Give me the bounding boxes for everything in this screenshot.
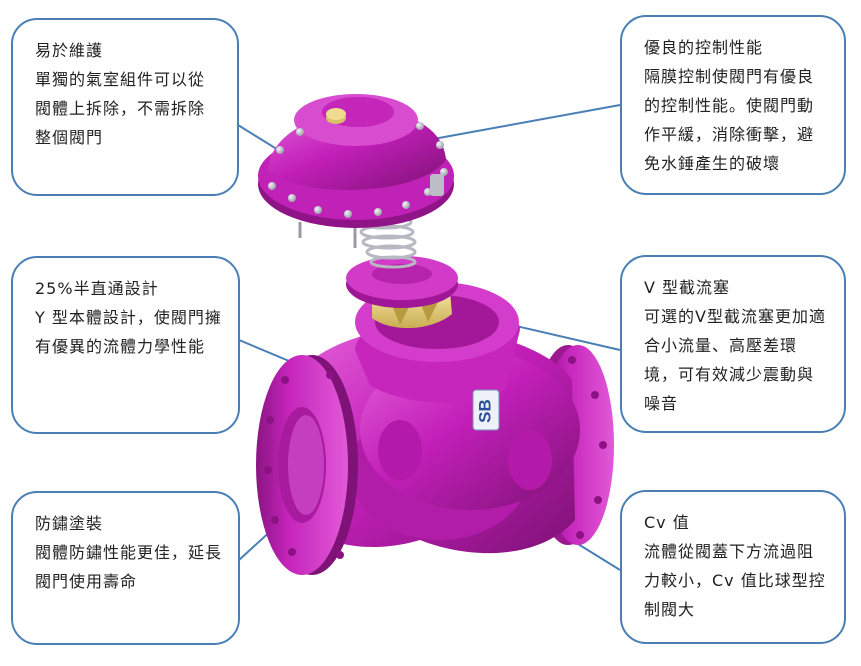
spring [357, 214, 417, 269]
callout-title: Cv 值 [644, 513, 690, 532]
callout-body: 單獨的氣室組件可以從閥體上拆除，不需拆除整個閥門 [35, 70, 206, 147]
callout-easy-maintenance: 易於維護 單獨的氣室組件可以從閥體上拆除，不需拆除整個閥門 [11, 18, 239, 196]
callout-body: 隔膜控制使閥門有優良的控制性能。使閥門動作平緩，消除衝擊，避免水錘產生的破壞 [644, 67, 815, 173]
callout-half-straight-design: 25%半直通設計 Y 型本體設計，使閥門擁有優異的流體力學性能 [11, 256, 240, 434]
callout-body: 閥體防鏽性能更佳，延長閥門使用壽命 [35, 543, 223, 591]
valve-body [256, 282, 614, 575]
callout-body: 流體從閥蓋下方流過阻力較小，Cv 值比球型控制閥大 [644, 542, 826, 619]
callout-title: 25%半直通設計 [35, 279, 159, 298]
callout-title: 防鏽塗裝 [35, 514, 104, 533]
callout-title: 易於維護 [35, 41, 104, 60]
callout-control-performance: 優良的控制性能 隔膜控制使閥門有優良的控制性能。使閥門動作平緩，消除衝擊，避免水… [620, 15, 846, 195]
sb-logo: SB [472, 389, 500, 431]
callout-cv-value: Cv 值 流體從閥蓋下方流過阻力較小，Cv 值比球型控制閥大 [620, 490, 846, 644]
callout-v-port-plug: V 型截流塞 可選的V型截流塞更加適合小流量、高壓差環境，可有效減少震動與噪音 [620, 255, 846, 433]
callout-title: 優良的控制性能 [644, 38, 764, 57]
callout-body: 可選的V型截流塞更加適合小流量、高壓差環境，可有效減少震動與噪音 [644, 307, 826, 413]
logo-text: SB [475, 399, 494, 423]
actuator-cover [258, 94, 454, 228]
bonnet-plate [346, 256, 458, 308]
callout-body: Y 型本體設計，使閥門擁有優異的流體力學性能 [35, 308, 222, 356]
callout-anti-rust-coating: 防鏽塗裝 閥體防鏽性能更佳，延長閥門使用壽命 [11, 491, 240, 645]
callout-title: V 型截流塞 [644, 278, 731, 297]
